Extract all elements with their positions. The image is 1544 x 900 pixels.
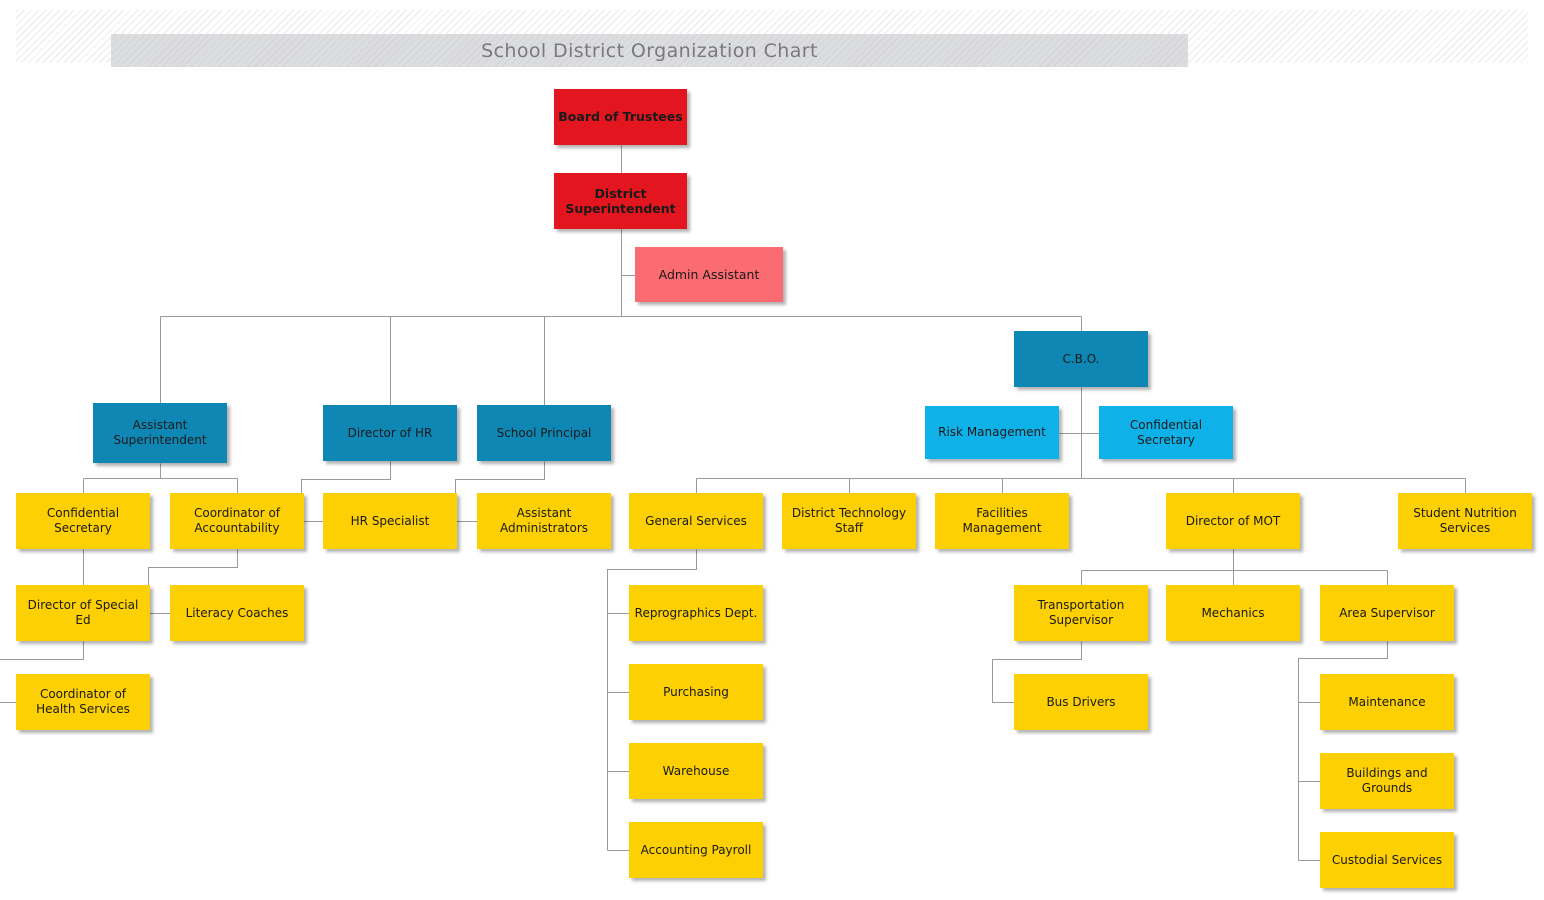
org-node-label: Mechanics: [1201, 606, 1264, 621]
org-node-bus-drivers[interactable]: Bus Drivers: [1014, 674, 1148, 730]
org-node-label: Confidential Secretary: [1130, 418, 1202, 447]
org-node-label: Director of MOT: [1186, 514, 1281, 529]
org-node-hr-spec[interactable]: HR Specialist: [323, 493, 457, 549]
org-node-label: Risk Management: [938, 425, 1046, 440]
org-node-custodial[interactable]: Custodial Services: [1320, 832, 1454, 888]
org-node-label: Maintenance: [1348, 695, 1425, 710]
org-node-label: Buildings and Grounds: [1346, 766, 1427, 795]
org-node-transport[interactable]: Transportation Supervisor: [1014, 585, 1148, 641]
org-node-stu-nutrition[interactable]: Student Nutrition Services: [1398, 493, 1532, 549]
org-node-label: Bus Drivers: [1046, 695, 1115, 710]
org-node-label: Facilities Management: [962, 506, 1041, 535]
org-node-label: C.B.O.: [1062, 352, 1099, 367]
org-node-label: Literacy Coaches: [186, 606, 289, 621]
org-node-label: Reprographics Dept.: [635, 606, 758, 621]
org-node-repro[interactable]: Reprographics Dept.: [629, 585, 763, 641]
org-node-label: Director of Special Ed: [28, 598, 139, 627]
org-node-coord-acct[interactable]: Coordinator of Accountability: [170, 493, 304, 549]
org-node-bldg-grounds[interactable]: Buildings and Grounds: [1320, 753, 1454, 809]
org-node-cbo[interactable]: C.B.O.: [1014, 331, 1148, 387]
org-node-super[interactable]: District Superintendent: [554, 173, 687, 229]
connector-super-to-admin-asst: [622, 230, 636, 276]
org-node-admin-asst[interactable]: Admin Assistant: [635, 247, 783, 302]
org-node-label: Coordinator of Accountability: [194, 506, 280, 535]
org-node-conf-sec-as[interactable]: Confidential Secretary: [16, 493, 150, 549]
org-node-coord-health[interactable]: Coordinator of Health Services: [16, 674, 150, 730]
connector-cbo-to-risk-mgmt: [1060, 388, 1082, 434]
org-node-purchasing[interactable]: Purchasing: [629, 664, 763, 720]
org-node-mechanics[interactable]: Mechanics: [1166, 585, 1300, 641]
title-plate: School District Organization Chart: [111, 34, 1188, 67]
org-node-facilities[interactable]: Facilities Management: [935, 493, 1069, 549]
org-node-label: District Superintendent: [565, 186, 675, 217]
org-node-maintenance[interactable]: Maintenance: [1320, 674, 1454, 730]
org-node-label: HR Specialist: [351, 514, 430, 529]
org-node-asst-admins[interactable]: Assistant Administrators: [477, 493, 611, 549]
org-node-area-super[interactable]: Area Supervisor: [1320, 585, 1454, 641]
org-node-label: School Principal: [497, 426, 592, 441]
org-node-acct-payroll[interactable]: Accounting Payroll: [629, 822, 763, 878]
org-node-label: Coordinator of Health Services: [36, 687, 130, 716]
org-node-label: Accounting Payroll: [641, 843, 752, 858]
connector-cbo-to-conf-sec-cbo: [1082, 388, 1100, 434]
org-node-label: Area Supervisor: [1339, 606, 1435, 621]
org-node-label: Assistant Administrators: [500, 506, 588, 535]
org-node-gen-serv[interactable]: General Services: [629, 493, 763, 549]
title-banner: School District Organization Chart: [16, 10, 1528, 63]
org-node-dist-tech[interactable]: District Technology Staff: [782, 493, 916, 549]
org-node-warehouse[interactable]: Warehouse: [629, 743, 763, 799]
org-node-label: General Services: [645, 514, 747, 529]
org-node-label: Transportation Supervisor: [1038, 598, 1125, 627]
org-node-label: Confidential Secretary: [47, 506, 119, 535]
org-node-dir-hr[interactable]: Director of HR: [323, 405, 457, 461]
org-node-literacy[interactable]: Literacy Coaches: [170, 585, 304, 641]
org-node-label: District Technology Staff: [792, 506, 906, 535]
org-node-label: Warehouse: [663, 764, 730, 779]
org-node-label: Admin Assistant: [659, 267, 760, 282]
org-node-board[interactable]: Board of Trustees: [554, 89, 687, 145]
org-node-principal[interactable]: School Principal: [477, 405, 611, 461]
org-node-label: Director of HR: [348, 426, 433, 441]
org-node-label: Assistant Superintendent: [113, 418, 206, 447]
page-title: School District Organization Chart: [481, 40, 818, 62]
org-node-dir-mot[interactable]: Director of MOT: [1166, 493, 1300, 549]
org-node-risk-mgmt[interactable]: Risk Management: [925, 406, 1059, 459]
org-node-label: Board of Trustees: [558, 109, 682, 124]
org-node-asst-super[interactable]: Assistant Superintendent: [93, 403, 227, 463]
org-node-label: Purchasing: [663, 685, 729, 700]
org-node-label: Custodial Services: [1332, 853, 1442, 868]
org-node-dir-sped[interactable]: Director of Special Ed: [16, 585, 150, 641]
org-node-label: Student Nutrition Services: [1413, 506, 1517, 535]
org-node-conf-sec-cbo[interactable]: Confidential Secretary: [1099, 406, 1233, 459]
